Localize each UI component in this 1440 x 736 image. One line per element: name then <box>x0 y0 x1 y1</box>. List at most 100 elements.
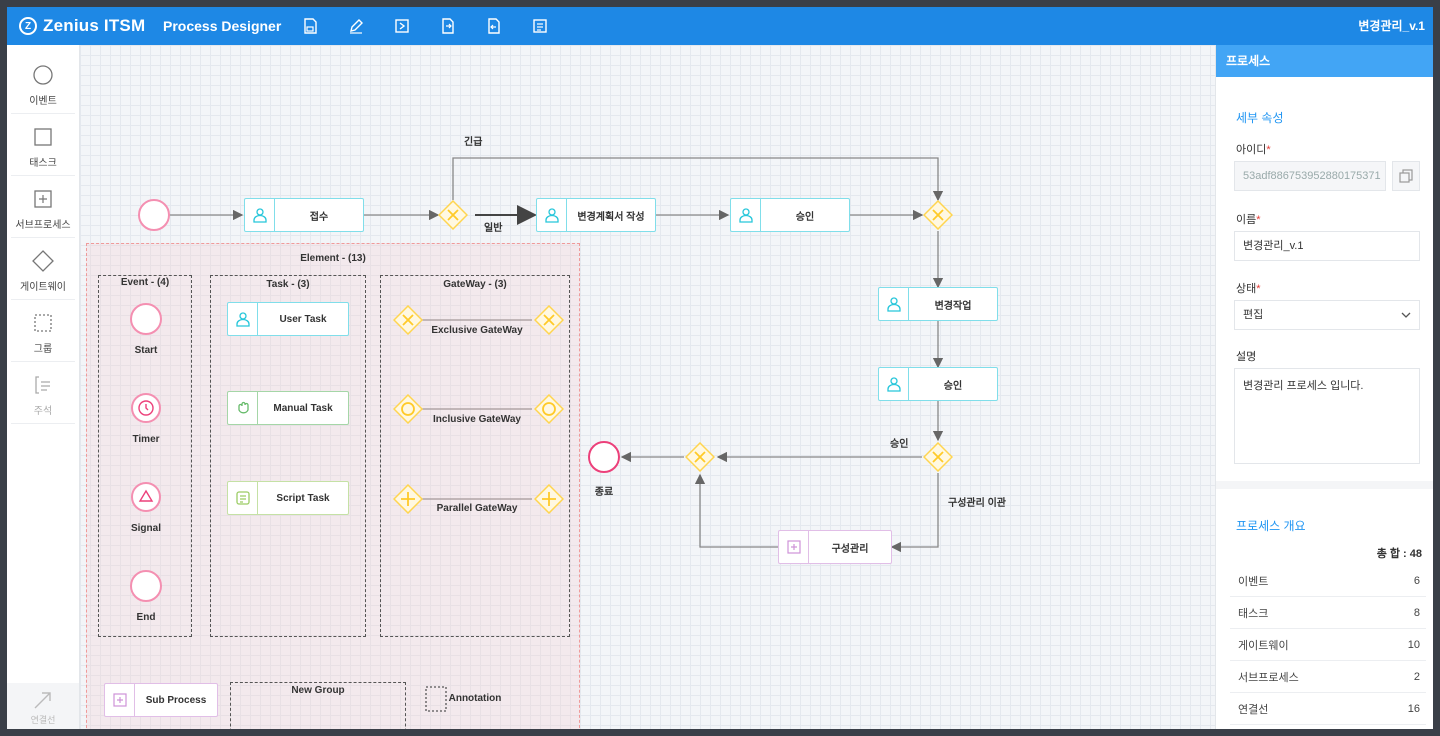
parallel-gateway-sample[interactable] <box>393 484 423 514</box>
palette-item-label: 그룹 <box>33 343 53 355</box>
description-textarea[interactable]: 변경관리 프로세스 입니다. <box>1234 368 1420 464</box>
task-label: 승인 <box>795 211 815 223</box>
inclusive-gateway-sample[interactable] <box>393 394 423 424</box>
inclusive-gateway-sample-2[interactable] <box>534 394 564 424</box>
palette-item-group[interactable]: 그룹 <box>11 305 75 362</box>
save-as-button[interactable] <box>483 15 505 37</box>
plus-square-icon <box>779 531 809 563</box>
name-label-text: 이름 <box>1236 214 1257 226</box>
user-icon <box>731 199 761 231</box>
plus-square-icon <box>105 684 135 716</box>
name-input[interactable]: 변경관리_v.1 <box>1234 231 1420 261</box>
stat-value: 10 <box>1407 638 1420 651</box>
export-button[interactable] <box>391 15 413 37</box>
import-icon <box>442 18 454 34</box>
manual-task-sample[interactable]: Manual Task <box>227 391 349 425</box>
import-button[interactable] <box>437 15 459 37</box>
task-label: Script Task <box>276 492 330 504</box>
exclusive-gateway-1[interactable] <box>438 200 468 230</box>
signal-event-sample[interactable] <box>130 481 162 513</box>
status-select-value: 편집 <box>1243 309 1264 321</box>
gateway-subgroup-title: GateWay - (3) <box>443 279 507 290</box>
id-field: 53adf886753952880175371 <box>1234 161 1386 191</box>
copy-icon <box>1399 169 1413 183</box>
exclusive-gateway-3[interactable] <box>923 442 953 472</box>
event-subgroup[interactable] <box>98 275 192 637</box>
user-icon <box>879 288 909 320</box>
hand-icon <box>228 392 258 424</box>
annotation-sample-label: Annotation <box>448 693 502 704</box>
edge-label-approved: 승인 <box>890 439 909 450</box>
exclusive-gateway-sample-2[interactable] <box>534 305 564 335</box>
stat-label: 게이트웨이 <box>1238 639 1289 652</box>
stat-value: 2 <box>1413 670 1420 683</box>
copy-id-button[interactable] <box>1392 161 1420 191</box>
app-window: Z Zenius ITSM Process Designer 변경 <box>7 7 1433 729</box>
element-palette: 이벤트 태스크 서브프로세스 게이트웨이 그룹 주석 연결선 <box>7 45 80 729</box>
palette-item-annotation[interactable]: 주석 <box>11 367 75 424</box>
script-icon <box>228 482 258 514</box>
element-label: Inclusive GateWay <box>433 414 521 425</box>
diagram-canvas[interactable]: 접수 변경계획서 작성 승인 변경작업 승인 종료 구성관리 <box>80 45 1215 729</box>
task-change-work[interactable]: 변경작업 <box>878 287 998 321</box>
task-label: Sub Process <box>145 694 207 706</box>
palette-item-subprocess[interactable]: 서브프로세스 <box>11 181 75 238</box>
new-group-sample[interactable] <box>230 682 406 729</box>
stat-label: 태스크 <box>1238 607 1269 620</box>
timer-event-sample[interactable] <box>130 392 162 424</box>
annotation-bracket-icon[interactable] <box>425 686 447 712</box>
panel-divider <box>1216 481 1433 489</box>
description-label: 설명 <box>1236 351 1257 363</box>
simulate-button[interactable] <box>529 15 551 37</box>
dashed-square-icon <box>34 313 52 332</box>
plus-square-icon <box>34 189 52 208</box>
app-header: Z Zenius ITSM Process Designer 변경 <box>7 7 1433 45</box>
logo-icon: Z <box>19 17 37 35</box>
start-event[interactable] <box>138 199 170 231</box>
parallel-gateway-sample-2[interactable] <box>534 484 564 514</box>
simulate-icon <box>533 19 547 33</box>
palette-item-label: 연결선 <box>30 715 56 725</box>
subprocess-config[interactable]: 구성관리 <box>778 530 892 564</box>
stat-label: 연결선 <box>1238 703 1269 716</box>
save-as-icon <box>488 18 500 34</box>
palette-item-connector[interactable]: 연결선 <box>7 683 79 729</box>
palette-item-task[interactable]: 태스크 <box>11 119 75 176</box>
palette-item-label: 이벤트 <box>29 95 57 107</box>
end-event[interactable] <box>588 441 620 473</box>
status-select[interactable]: 편집 <box>1234 300 1420 330</box>
status-label-text: 상태 <box>1236 283 1257 295</box>
palette-item-event[interactable]: 이벤트 <box>11 57 75 114</box>
end-event-sample[interactable] <box>130 570 162 602</box>
app-subtitle: Process Designer <box>163 18 282 34</box>
task-approve-2[interactable]: 승인 <box>878 367 998 401</box>
task-receive[interactable]: 접수 <box>244 198 364 232</box>
start-event-sample[interactable] <box>130 303 162 335</box>
edit-button[interactable] <box>345 15 367 37</box>
task-approve-1[interactable]: 승인 <box>730 198 850 232</box>
user-task-sample[interactable]: User Task <box>227 302 349 336</box>
export-icon <box>395 19 409 33</box>
palette-item-label: 게이트웨이 <box>20 281 66 293</box>
palette-item-label: 서브프로세스 <box>15 219 71 231</box>
save-button[interactable] <box>299 15 321 37</box>
stat-label: 이벤트 <box>1238 575 1269 588</box>
task-change-plan[interactable]: 변경계획서 작성 <box>536 198 656 232</box>
script-task-sample[interactable]: Script Task <box>227 481 349 515</box>
exclusive-gateway-2[interactable] <box>923 200 953 230</box>
subprocess-sample[interactable]: Sub Process <box>104 683 218 717</box>
exclusive-gateway-sample[interactable] <box>393 305 423 335</box>
task-label: 승인 <box>943 380 963 392</box>
gateway-subgroup[interactable] <box>380 275 570 637</box>
palette-item-gateway[interactable]: 게이트웨이 <box>11 243 75 300</box>
new-group-title: New Group <box>291 685 345 696</box>
save-icon <box>304 18 317 34</box>
element-label: Signal <box>130 523 161 534</box>
task-label: User Task <box>279 313 327 325</box>
user-icon <box>245 199 275 231</box>
task-subgroup[interactable] <box>210 275 366 637</box>
user-icon <box>537 199 567 231</box>
exclusive-gateway-4[interactable] <box>685 442 715 472</box>
